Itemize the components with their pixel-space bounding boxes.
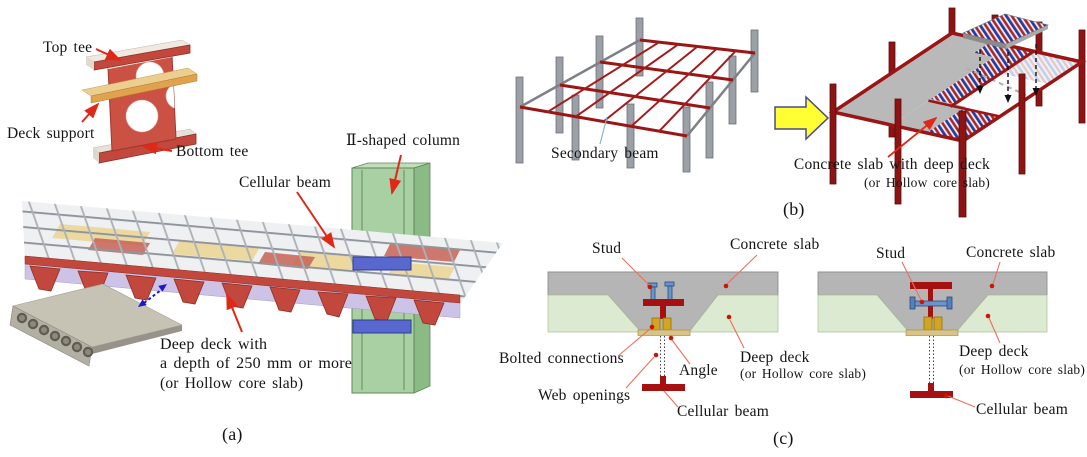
label-web-openings: Web openings	[538, 387, 631, 404]
label-deep-deck-alt-left: (or Hollow core slab)	[740, 366, 867, 381]
deep-deck-right	[689, 294, 779, 333]
steel-frame-before	[515, 17, 759, 173]
concrete-slab-gray	[833, 33, 1011, 125]
frame-columns	[515, 17, 759, 173]
label-secondary-beam: Secondary beam	[551, 145, 659, 162]
bottom-tee-arrow	[141, 142, 173, 155]
label-cellular-beam-c-left: Cellular beam	[677, 403, 769, 420]
open-bay-dashed-line	[965, 67, 1027, 96]
concrete-slab-gray-arm	[891, 99, 966, 133]
bottom-tee-bar	[642, 384, 685, 391]
deep-deck-floor	[22, 201, 503, 326]
web-opening-lines	[660, 336, 665, 377]
label-deep-deck-left: Deep deck	[740, 349, 810, 366]
frame-edge-beams-gray	[519, 38, 756, 137]
top-tee-bar	[643, 299, 684, 306]
web-opening-lines	[929, 336, 934, 383]
leaders-left	[617, 254, 758, 408]
label-concrete-slab-deep-deck: Concrete slab with deep deck (or Hollow …	[778, 156, 990, 191]
top-tee-stem	[660, 306, 666, 319]
deck-support-plate-edge	[90, 73, 198, 104]
label-deep-deck-note-2: a depth of 250 mm or more	[160, 355, 353, 372]
placement-drop-arrows	[979, 44, 1037, 95]
label-bolted-connections: Bolted connections	[499, 350, 624, 367]
label-deep-deck-alt-right: (or Hollow core slab)	[959, 362, 1086, 377]
transform-block-arrow-icon	[774, 95, 830, 141]
label-deep-deck-right: Deep deck	[959, 343, 1029, 360]
leader-dots-right	[919, 283, 995, 399]
caption-b: (b)	[783, 199, 805, 219]
top-tee-bar	[910, 282, 952, 289]
bottom-tee-end-face	[93, 148, 99, 163]
angle-plate	[905, 329, 959, 336]
label-deck-support: Deck support	[7, 125, 95, 142]
rebar-mesh	[22, 201, 503, 304]
deep-deck-arrow	[226, 293, 243, 333]
transverse-stud	[909, 296, 953, 310]
hollow-core-slab-photo	[9, 283, 183, 367]
label-concrete-slab-deep-deck-line1: Concrete slab with deep deck	[793, 156, 990, 173]
bottom-tee-stem	[660, 376, 666, 385]
steel-frame-after	[828, 7, 1087, 218]
top-tee-end-face	[86, 57, 94, 70]
slab-front-edge	[92, 325, 182, 354]
section-left	[547, 254, 779, 408]
label-pi-shaped-column: Ⅱ-shaped column	[346, 132, 461, 149]
column-connection-plates	[352, 256, 412, 334]
bottom-tee-bar	[910, 391, 953, 398]
cellular-beam-arrow	[296, 191, 336, 249]
label-cellular-beam-a: Cellular beam	[239, 174, 331, 191]
angle-plate	[637, 329, 691, 336]
frame-secondary-beams	[547, 41, 737, 132]
lowered-deck-panel	[962, 13, 1049, 49]
panel-a-illustration	[9, 39, 503, 394]
label-concrete-slab-right: Concrete slab	[966, 244, 1056, 261]
label-stud-right: Stud	[876, 245, 906, 262]
mid-beam-2	[928, 99, 1001, 118]
panel-a-arrows	[81, 48, 402, 333]
label-stud-left: Stud	[592, 240, 622, 257]
panel-b-illustration	[515, 7, 1087, 218]
panel-c-illustration	[547, 254, 1048, 408]
leader-dots-left	[647, 283, 732, 358]
label-deep-deck-note-3: (or Hollow core slab)	[160, 375, 304, 392]
bottom-tee-stem	[928, 383, 934, 392]
concrete-slab-leader	[887, 116, 938, 158]
secondary-beam-leader	[599, 116, 608, 145]
top-tee-arrow	[95, 48, 122, 61]
label-angle: Angle	[679, 362, 718, 379]
deck-support-arrow	[81, 102, 100, 123]
label-cellular-beam-c-right: Cellular beam	[976, 401, 1068, 418]
hollow-cores	[16, 312, 94, 358]
mid-beam-1	[949, 50, 1035, 108]
slab-equivalence-double-arrow	[138, 284, 167, 307]
label-deep-deck-note-1: Deep deck with	[160, 336, 268, 353]
stud-pair	[647, 281, 675, 302]
deck-rib-band	[24, 255, 461, 304]
label-bottom-tee: Bottom tee	[176, 143, 249, 160]
section-right	[817, 261, 1048, 408]
leaders-right	[901, 261, 1001, 408]
label-concrete-slab-left: Concrete slab	[730, 236, 820, 253]
caption-c: (c)	[773, 428, 794, 448]
placement-drop-arrowheads	[976, 86, 1040, 103]
deep-deck-right	[956, 294, 1048, 333]
column-arrow	[389, 154, 402, 195]
caption-a: (a)	[222, 424, 243, 444]
label-top-tee: Top tee	[43, 39, 93, 56]
label-concrete-slab-deep-deck-line2: (or Hollow core slab)	[863, 175, 990, 190]
